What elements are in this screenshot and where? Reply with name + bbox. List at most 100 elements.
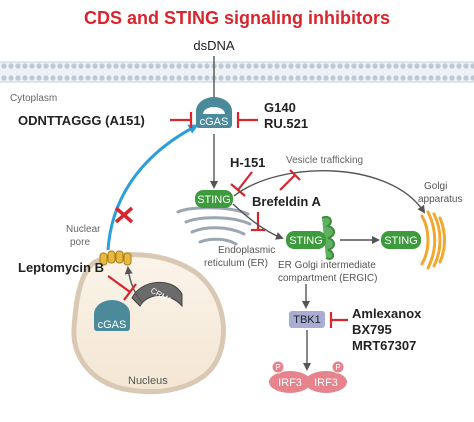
inhibitor-brefeldin: Brefeldin A (252, 194, 321, 209)
membrane-lipid (309, 63, 315, 69)
membrane-lipid (8, 75, 14, 81)
membrane-lipid (176, 75, 182, 81)
membrane-lipid (351, 63, 357, 69)
inhibitor-ru521: RU.521 (264, 116, 308, 131)
membrane-lipid (43, 75, 49, 81)
membrane-lipid (141, 63, 147, 69)
irf3-label-b: IRF3 (314, 377, 338, 389)
sting-ergic-node: STING (286, 231, 326, 249)
membrane-lipid (330, 63, 336, 69)
membrane-lipid (204, 75, 210, 81)
vesicle-trafficking-arrow (233, 170, 426, 214)
membrane-lipid (463, 75, 469, 81)
membrane-lipid (463, 63, 469, 69)
membrane-lipid (218, 63, 224, 69)
membrane-lipid (260, 75, 266, 81)
membrane-lipid (99, 63, 105, 69)
membrane-lipid (358, 75, 364, 81)
membrane-lipid (92, 63, 98, 69)
membrane-lipid (204, 63, 210, 69)
membrane-lipid (316, 63, 322, 69)
membrane-lipid (183, 63, 189, 69)
plasma-membrane (0, 61, 474, 83)
brefeldin-inhibit-line-a (279, 169, 301, 191)
membrane-lipid (57, 63, 63, 69)
membrane-lipid (316, 75, 322, 81)
membrane-lipid (155, 63, 161, 69)
membrane-lipid (379, 75, 385, 81)
membrane-lipid (442, 75, 448, 81)
membrane-lipid (22, 63, 28, 69)
membrane-lipid (274, 63, 280, 69)
membrane-lipid (15, 63, 21, 69)
membrane-lipid (162, 63, 168, 69)
membrane-lipid (50, 75, 56, 81)
membrane-lipid (197, 75, 203, 81)
crm1-shape (131, 281, 183, 308)
membrane-lipid (428, 63, 434, 69)
membrane-lipid (323, 63, 329, 69)
membrane-lipid (36, 63, 42, 69)
tbk1-inhibit-line (329, 312, 348, 328)
membrane-lipid (386, 75, 392, 81)
membrane-lipid (344, 63, 350, 69)
membrane-lipid (337, 63, 343, 69)
membrane-lipid (22, 75, 28, 81)
membrane-lipid (365, 75, 371, 81)
membrane-lipid (106, 75, 112, 81)
membrane-lipid (71, 63, 77, 69)
membrane-lipid (281, 75, 287, 81)
membrane-lipid (442, 63, 448, 69)
membrane-lipid (421, 75, 427, 81)
membrane-lipid (435, 63, 441, 69)
membrane-lipid (134, 75, 140, 81)
membrane-lipid (225, 75, 231, 81)
ergic-label: ER Golgi intermediate compartment (ERGIC… (278, 260, 379, 284)
membrane-lipid (400, 75, 406, 81)
membrane-lipid (414, 63, 420, 69)
membrane-lipid (267, 75, 273, 81)
inhibitor-leptomycin: Leptomycin B (18, 260, 104, 275)
membrane-lipid (456, 63, 462, 69)
sting-ergic-label: STING (289, 235, 323, 247)
membrane-lipid (15, 75, 21, 81)
sting-er-label: STING (197, 194, 231, 206)
membrane-lipid (50, 63, 56, 69)
membrane-lipid (239, 75, 245, 81)
membrane-lipid (456, 75, 462, 81)
membrane-lipid (274, 75, 280, 81)
membrane-lipid (372, 63, 378, 69)
membrane-lipid (449, 63, 455, 69)
membrane-lipid (246, 75, 252, 81)
membrane-lipid (253, 63, 259, 69)
membrane-lipid (169, 75, 175, 81)
membrane-lipid (113, 63, 119, 69)
membrane-lipid (85, 75, 91, 81)
ergic-compartment (321, 216, 335, 260)
membrane-lipid (85, 63, 91, 69)
sting-to-ergic-arrow (232, 203, 284, 240)
membrane-lipid (288, 63, 294, 69)
membrane-lipid (295, 63, 301, 69)
membrane-lipid (267, 63, 273, 69)
membrane-lipid (43, 63, 49, 69)
golgi-apparatus (420, 210, 446, 270)
inhibitor-h151: H-151 (230, 155, 265, 170)
membrane-lipid (169, 63, 175, 69)
membrane-lipid (64, 75, 70, 81)
membrane-lipid (232, 63, 238, 69)
membrane-lipid (92, 75, 98, 81)
membrane-lipid (190, 75, 196, 81)
inhibitor-bx795: BX795 (352, 322, 392, 337)
cgas-top-node: cGAS (196, 97, 232, 128)
membrane-lipid (400, 63, 406, 69)
endoplasmic-reticulum (176, 206, 252, 246)
vesicle-trafficking-label: Vesicle trafficking (286, 155, 363, 166)
export-block-x (114, 206, 134, 224)
inhibitor-amlexanox: Amlexanox (352, 306, 422, 321)
dsdna-label: dsDNA (193, 38, 235, 53)
nuclear-pore-label: Nuclear pore (66, 224, 103, 248)
membrane-lipid (393, 63, 399, 69)
